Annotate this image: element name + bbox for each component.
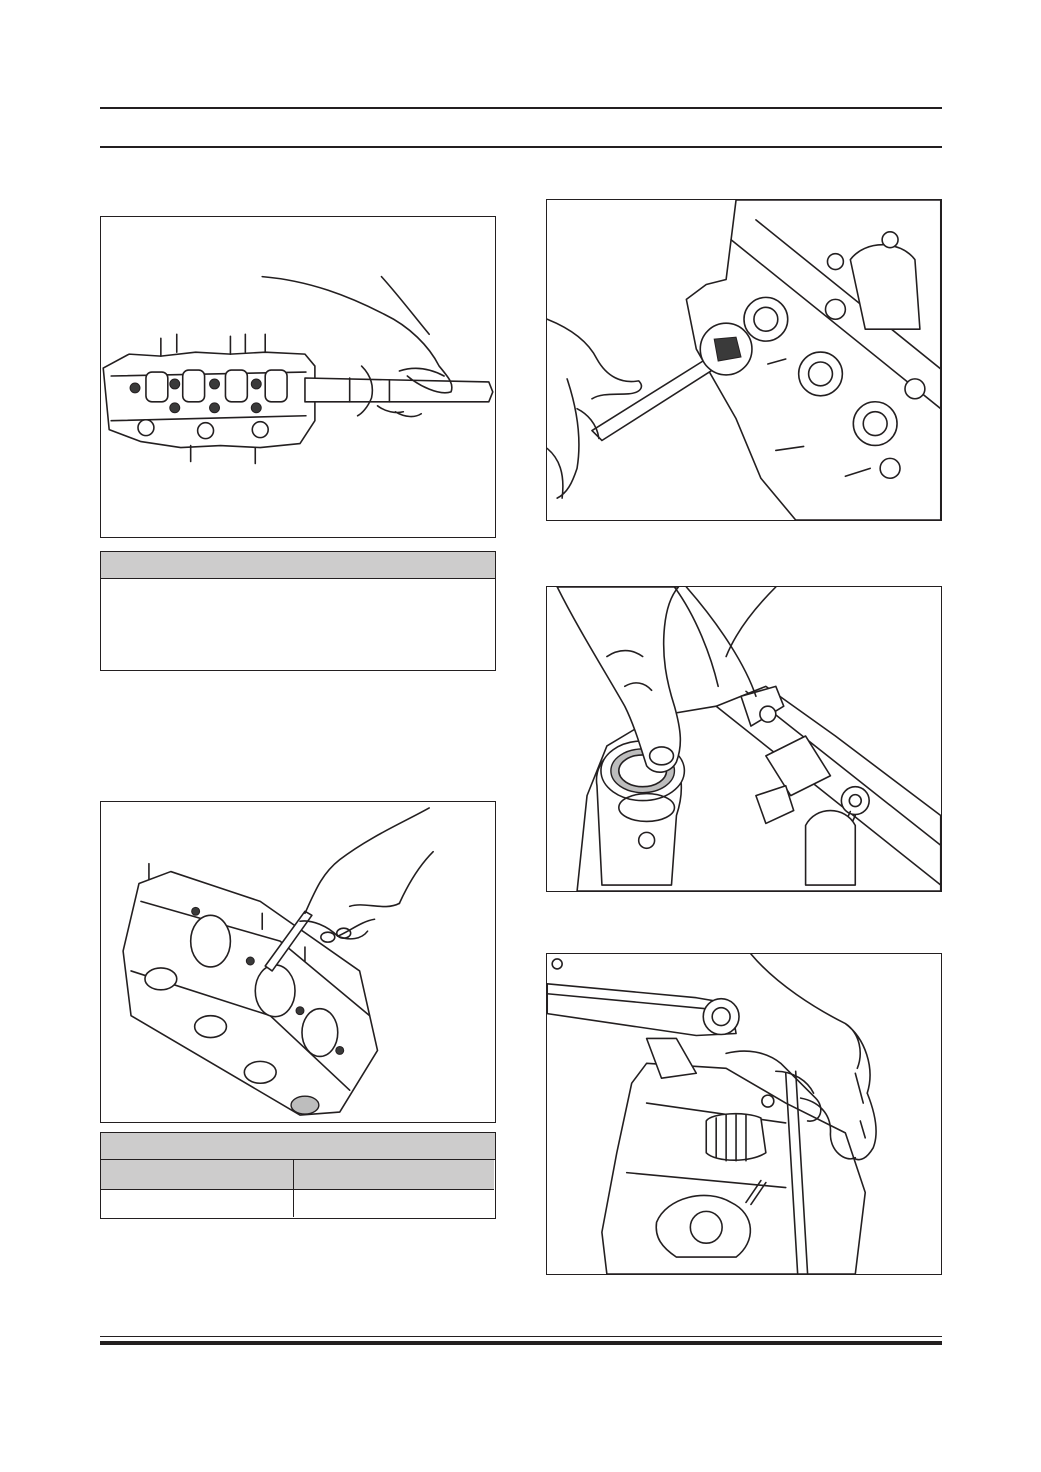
- spec-table: [100, 1132, 496, 1219]
- spec-table-val1: [101, 1190, 294, 1217]
- spec-table-val2: [294, 1190, 494, 1217]
- header-text: [100, 118, 942, 138]
- figure-sensor-wrench: [546, 199, 942, 521]
- note-box-header: [101, 552, 495, 579]
- figure-camshaft-removal: [100, 216, 496, 538]
- camshaft-hand-illustration: [102, 275, 494, 465]
- spec-table-col1-header: [101, 1160, 294, 1190]
- note-box-body: [101, 579, 495, 591]
- torque-wrench-illustration: [547, 954, 877, 1274]
- figure-seal-install: [546, 586, 942, 892]
- finger-pressing-seal-illustration: [556, 587, 941, 891]
- wrench-on-sensor-illustration: [547, 200, 941, 520]
- footer-rule-thick: [100, 1341, 942, 1345]
- spec-table-col2-header: [294, 1160, 494, 1190]
- figure-cylinder-head-measure: [100, 801, 496, 1123]
- note-box: [100, 551, 496, 671]
- figure-torque-wrench: [546, 953, 942, 1275]
- spec-table-header: [101, 1133, 495, 1160]
- header-rule-bottom: [100, 146, 942, 148]
- header-rule-top: [100, 107, 942, 109]
- footer-rule-thin: [100, 1336, 942, 1337]
- cylinder-head-gauge-illustration: [122, 807, 434, 1116]
- footer-text: [100, 1352, 942, 1372]
